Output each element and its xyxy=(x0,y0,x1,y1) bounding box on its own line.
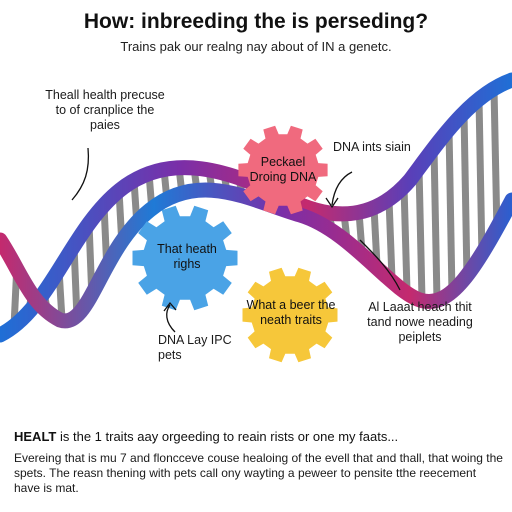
label-bottom-right: Al Laaat heach thit tand nowe neading pe… xyxy=(367,300,473,344)
arrow-dna xyxy=(331,171,353,206)
gear-blue-text: That heath righs xyxy=(157,242,217,271)
dna-strand-b xyxy=(0,182,512,329)
page-subtitle: Trains pak our realng nay about of IN a … xyxy=(120,39,392,54)
dna-rung xyxy=(415,167,426,300)
dna-rung xyxy=(445,129,456,295)
gear-pink xyxy=(238,125,328,215)
footer-heading-bold: HEALT xyxy=(14,429,57,444)
arrow-dna-head xyxy=(325,197,339,209)
dna-rung xyxy=(385,199,396,280)
gear-blue xyxy=(132,205,238,311)
dna-rung xyxy=(490,88,501,234)
gear-yellow xyxy=(242,267,338,363)
footer-body: Evereing that is mu 7 and floncceve cous… xyxy=(14,451,503,495)
label-dna: DNA ints siain xyxy=(333,140,411,154)
arrow-bottom-left-head xyxy=(163,301,177,312)
arrow-bottom-left xyxy=(166,304,176,333)
footer-heading-rest: is the 1 traits aay orgeeding to reain r… xyxy=(56,429,399,444)
dna-rung xyxy=(400,186,411,292)
label-bottom-left: DNA Lay IPC pets xyxy=(158,333,232,362)
dna-rung xyxy=(430,147,441,302)
footer-heading: HEALT is the 1 traits aay orgeeding to r… xyxy=(14,429,504,444)
dna-rung xyxy=(460,112,471,280)
dna-rung xyxy=(475,99,486,259)
label-top-left: Theall health precuse to of cranplice th… xyxy=(45,88,165,132)
gear-yellow-text: What a beer the neath traits xyxy=(246,298,336,327)
dna-rung xyxy=(370,207,381,266)
leader-top-left xyxy=(71,147,90,201)
leader-bottom-right xyxy=(359,239,401,291)
page-title: How: inbreeding the is perseding? xyxy=(83,10,429,33)
gear-pink-text: Peckael Droing DNA xyxy=(249,155,317,184)
